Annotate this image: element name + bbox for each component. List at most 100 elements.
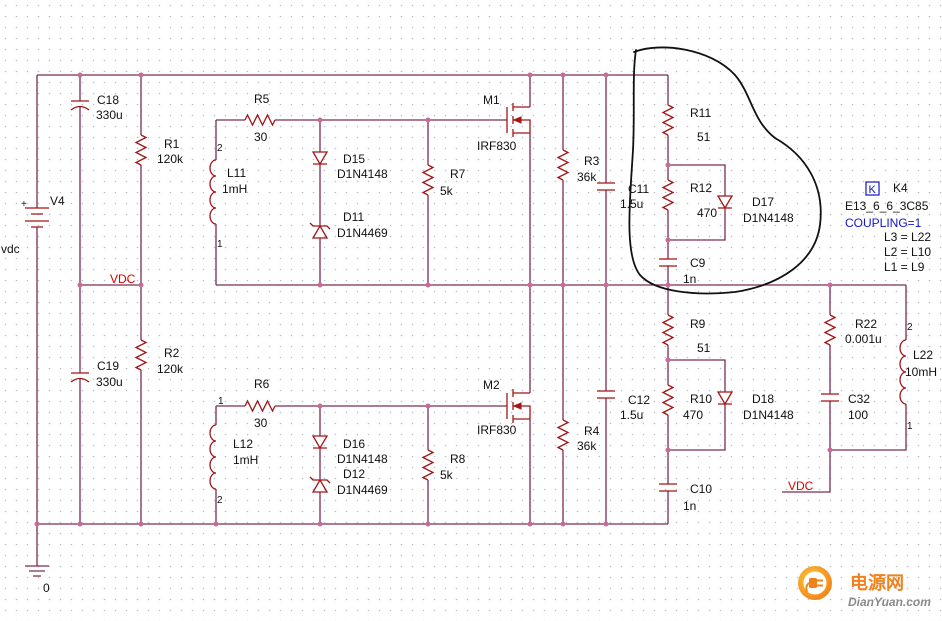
v4-ref-label: V4 [50,194,65,208]
d16-value-label: D1N4148 [337,452,388,466]
capacitor-c10 [659,483,677,492]
r9-value-label: 51 [697,341,711,355]
inductor-l11 [209,159,217,225]
k4-inductor-l1-label: L1 = L9 [884,260,925,274]
d12-ref-label: D12 [343,467,365,481]
resistor-r10 [661,384,675,416]
r11-ref-label: R11 [690,106,711,120]
mosfet-m2 [506,389,531,423]
resistor-r11 [661,104,675,136]
resistor-r22 [823,314,837,346]
ground-label: 0 [43,581,50,595]
r6-ref-label: R6 [254,377,270,391]
r3-value-label: 36k [577,170,597,184]
k4-symbol-letter: K [869,184,877,196]
r7-ref-label: R7 [450,167,466,181]
l11-pin-bottom-label: 1 [217,239,223,250]
l22-ref-label: L22 [913,348,933,362]
l22-pin-top-label: 2 [907,322,913,333]
c18-value-label: 330u [96,108,123,122]
d11-value-label: D1N4469 [337,226,388,240]
m2-ref-label: M2 [483,378,500,392]
coupling-k4: K [865,181,880,196]
c10-value-label: 1n [683,499,696,513]
m1-value-label: IRF830 [477,139,517,153]
r11-value-label: 51 [697,130,711,144]
l12-pin-bottom-label: 2 [217,495,223,506]
r5-ref-label: R5 [254,92,270,106]
r9-ref-label: R9 [690,317,706,331]
r7-value-label: 5k [440,184,454,198]
plug-logo-icon [798,566,832,600]
c12-ref-label: C12 [628,393,650,407]
resistor-r2 [134,339,148,371]
v4-value-label: vdc [1,242,20,256]
m1-ref-label: M1 [483,93,500,107]
r3-ref-label: R3 [584,154,600,168]
diode-d17 [716,195,734,210]
r2-value-label: 120k [157,362,184,376]
c19-ref-label: C19 [97,359,119,373]
r10-value-label: 470 [683,408,703,422]
l12-value-label: 1mH [233,453,258,467]
d16-ref-label: D16 [343,437,365,451]
k4-inductor-l3-label: L3 = L22 [884,230,931,244]
capacitor-c11 [597,182,615,191]
zener-d12 [309,476,331,493]
k4-coupling-label: COUPLING=1 [845,216,922,230]
diode-d18 [716,391,734,406]
r4-ref-label: R4 [584,424,600,438]
mosfet-m1 [506,103,531,137]
d17-ref-label: D17 [752,195,774,209]
c18-ref-label: C18 [97,93,119,107]
c32-ref-label: C32 [848,392,870,406]
capacitor-c12 [597,390,615,399]
watermark-site-text: DianYuan.com [848,595,931,609]
inductor-l22 [899,339,907,405]
resistor-r3 [556,149,570,181]
v4-polarity-mark: + [21,199,27,210]
watermark-brand-text: 电源网 [850,572,904,594]
junction-dots [34,72,833,527]
hand-drawn-circle [628,46,822,295]
resistor-r8 [421,449,435,481]
r5-value-label: 30 [254,130,268,144]
capacitor-c9 [659,258,677,267]
r12-value-label: 470 [697,206,717,220]
c19-value-label: 330u [96,375,123,389]
inductor-l12 [209,424,217,490]
r10-ref-label: R10 [690,392,712,406]
r1-ref-label: R1 [164,137,180,151]
l22-pin-bottom-label: 1 [907,421,913,432]
resistor-r7 [421,164,435,196]
battery-v4 [25,207,49,228]
l11-ref-label: L11 [227,166,246,180]
wires [36,74,907,566]
r12-ref-label: R12 [690,181,712,195]
c9-value-label: 1n [683,272,696,286]
capacitor-c32 [821,393,839,402]
l22-value-label: 10mH [905,365,937,379]
l11-value-label: 1mH [222,182,247,196]
l12-ref-label: L12 [233,437,253,451]
d18-ref-label: D18 [752,392,774,406]
r4-value-label: 36k [577,439,597,453]
resistor-r12 [661,179,675,211]
c32-value-label: 100 [848,408,868,422]
capacitor-c19 [70,372,90,383]
l12-pin-top-label: 1 [218,396,224,407]
k4-ref-label: K4 [893,181,908,195]
resistor-r6 [244,399,276,413]
d11-ref-label: D11 [343,210,364,224]
diode-d16 [311,435,329,450]
c10-ref-label: C10 [690,482,712,496]
d15-value-label: D1N4148 [337,167,388,181]
net-label-vdc-left: VDC [110,272,136,286]
r8-ref-label: R8 [450,452,466,466]
k4-inductor-l2-label: L2 = L10 [884,245,931,259]
capacitor-c18 [70,100,90,111]
watermark: 电源网 DianYuan.com [798,566,931,609]
d18-value-label: D1N4148 [743,408,794,422]
